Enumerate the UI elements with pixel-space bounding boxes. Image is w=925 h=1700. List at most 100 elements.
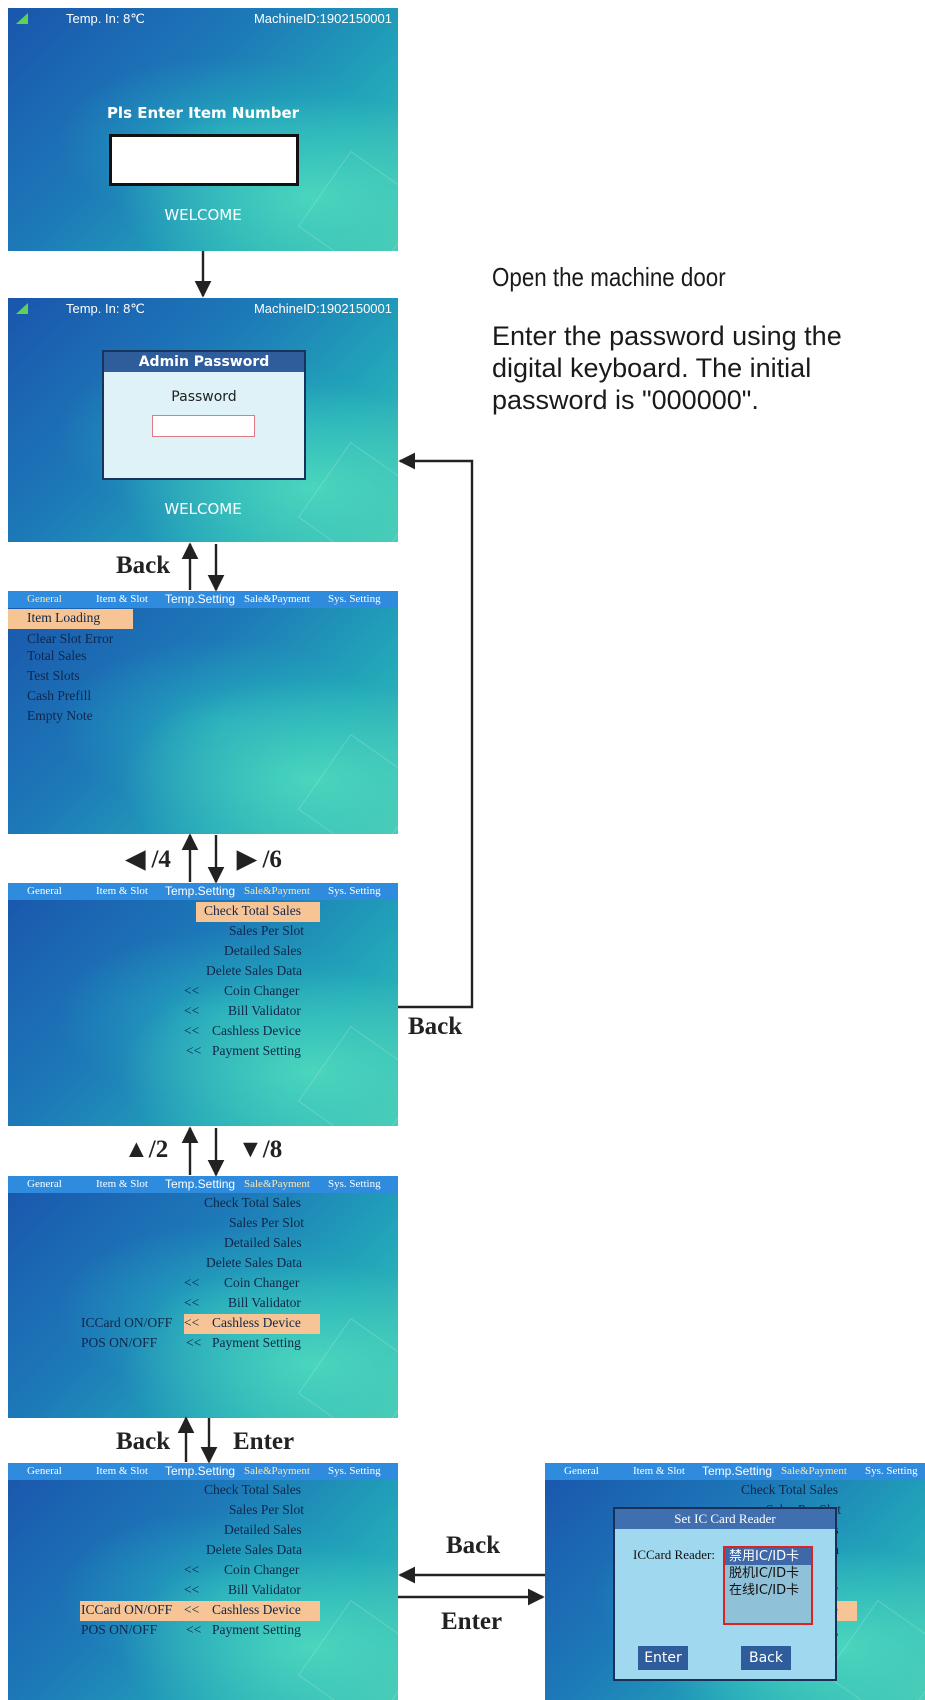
menu-coin-changer[interactable]: Coin Changer	[224, 983, 300, 998]
tab-item-slot[interactable]: Item & Slot	[96, 1178, 148, 1190]
tab-item-slot[interactable]: Item & Slot	[96, 593, 148, 605]
tab-item-slot[interactable]: Item & Slot	[96, 885, 148, 897]
submenu-arrow: <<	[184, 1023, 200, 1038]
selection-highlight	[196, 902, 320, 922]
option-disable-ic-id-card[interactable]: 禁用IC/ID卡	[725, 1548, 811, 1565]
menu-check-total-sales[interactable]: Check Total Sales	[204, 903, 302, 918]
submenu-arrow: <<	[184, 1295, 200, 1310]
item-number-input[interactable]	[109, 134, 299, 186]
tab-temp-setting[interactable]: Temp.Setting	[165, 1464, 236, 1478]
tab-sale-payment[interactable]: Sale&Payment	[244, 1465, 310, 1477]
selection-highlight	[184, 1314, 320, 1334]
tab-sys-setting[interactable]: Sys. Setting	[328, 885, 381, 897]
tab-sale-payment[interactable]: Sale&Payment	[781, 1465, 847, 1477]
enter-button[interactable]: Enter	[638, 1646, 688, 1670]
tab-sale-payment[interactable]: Sale&Payment	[244, 885, 310, 897]
menu-detailed-sales[interactable]: Detailed Sales	[224, 1235, 302, 1250]
submenu-iccard-onoff[interactable]: ICCard ON/OFF	[81, 1315, 173, 1330]
tab-item-slot[interactable]: Item & Slot	[96, 1465, 148, 1477]
tab-sys-setting[interactable]: Sys. Setting	[328, 1178, 381, 1190]
tab-temp-setting[interactable]: Temp.Setting	[165, 884, 236, 898]
status-bar: Temp. In: 8℃ MachineID:1902150001	[8, 298, 398, 320]
menu-cashless-device[interactable]: Cashless Device	[212, 1602, 301, 1617]
menu-check-total-sales[interactable]: Check Total Sales	[204, 1482, 302, 1497]
tab-general[interactable]: General	[27, 1178, 62, 1190]
menu-detailed-sales[interactable]: Detailed Sales	[224, 943, 302, 958]
menu-empty-note[interactable]: Empty Note	[27, 708, 93, 723]
menu-cashless-device[interactable]: Cashless Device	[212, 1315, 301, 1330]
submenu-arrow: <<	[184, 1003, 200, 1018]
label-up-2: ▲/2	[124, 1136, 169, 1163]
tab-sale-payment[interactable]: Sale&Payment	[244, 593, 310, 605]
submenu-arrow: <<	[184, 983, 200, 998]
submenu-arrow: <<	[184, 1582, 200, 1597]
submenu-arrow: <<	[186, 1622, 202, 1637]
submenu-arrow: <<	[184, 1275, 200, 1290]
submenu-pos-onoff[interactable]: POS ON/OFF	[81, 1335, 158, 1350]
screen-general-menu: General Item & Slot Temp.Setting Sale&Pa…	[8, 591, 398, 834]
item-number-prompt: Pls Enter Item Number	[106, 104, 300, 122]
menu-detailed-sales[interactable]: Detailed Sales	[224, 1522, 302, 1537]
label-down-8: ▼/8	[238, 1136, 283, 1163]
tab-general[interactable]: General	[27, 593, 62, 605]
menu-delete-sales-data[interactable]: Delete Sales Data	[206, 1255, 302, 1270]
menu-tab-bar: General Item & Slot Temp.Setting Sale&Pa…	[8, 883, 398, 900]
menu-payment-setting[interactable]: Payment Setting	[212, 1043, 301, 1058]
tab-sys-setting[interactable]: Sys. Setting	[328, 593, 381, 605]
label-enter-1: Enter	[233, 1428, 295, 1455]
tab-item-slot[interactable]: Item & Slot	[633, 1465, 685, 1477]
tab-general[interactable]: General	[564, 1465, 599, 1477]
menu-cashless-device[interactable]: Cashless Device	[212, 1023, 301, 1038]
screen-iccard-onoff: General Item & Slot Temp.Setting Sale&Pa…	[8, 1463, 398, 1700]
screen-welcome: Temp. In: 8℃ MachineID:1902150001 Pls En…	[8, 8, 398, 251]
option-offline-ic-id-card[interactable]: 脱机IC/ID卡	[729, 1566, 800, 1581]
tab-temp-setting[interactable]: Temp.Setting	[165, 592, 236, 606]
tab-temp-setting[interactable]: Temp.Setting	[165, 1177, 236, 1191]
menu-bill-validator[interactable]: Bill Validator	[228, 1295, 301, 1310]
menu-payment-setting[interactable]: Payment Setting	[212, 1335, 301, 1350]
menu-coin-changer[interactable]: Coin Changer	[224, 1275, 300, 1290]
submenu-iccard-onoff[interactable]: ICCard ON/OFF	[81, 1602, 173, 1617]
temperature-readout: Temp. In: 8℃	[66, 301, 145, 316]
menu-item-loading[interactable]: Item Loading	[27, 610, 101, 625]
iccard-reader-options[interactable]: 禁用IC/ID卡 脱机IC/ID卡 在线IC/ID卡	[723, 1546, 813, 1625]
menu-tab-bar: General Item & Slot Temp.Setting Sale&Pa…	[8, 591, 398, 608]
menu-sales-per-slot[interactable]: Sales Per Slot	[229, 1502, 305, 1517]
menu-payment-setting[interactable]: Payment Setting	[212, 1622, 301, 1637]
tab-temp-setting[interactable]: Temp.Setting	[702, 1464, 773, 1478]
menu-test-slots[interactable]: Test Slots	[27, 668, 80, 683]
tab-sys-setting[interactable]: Sys. Setting	[865, 1465, 918, 1477]
menu-total-sales[interactable]: Total Sales	[27, 648, 87, 663]
menu-delete-sales-data[interactable]: Delete Sales Data	[206, 963, 302, 978]
screen-cashless-device: General Item & Slot Temp.Setting Sale&Pa…	[8, 1176, 398, 1418]
password-field[interactable]	[152, 415, 255, 437]
menu-sales-per-slot[interactable]: Sales Per Slot	[229, 1215, 305, 1230]
tab-sys-setting[interactable]: Sys. Setting	[328, 1465, 381, 1477]
menu-sales-per-slot[interactable]: Sales Per Slot	[229, 923, 305, 938]
option-online-ic-id-card[interactable]: 在线IC/ID卡	[729, 1583, 800, 1598]
menu-bill-validator[interactable]: Bill Validator	[228, 1582, 301, 1597]
menu-bill-validator[interactable]: Bill Validator	[228, 1003, 301, 1018]
submenu-pos-onoff[interactable]: POS ON/OFF	[81, 1622, 158, 1637]
menu-coin-changer[interactable]: Coin Changer	[224, 1562, 300, 1577]
tab-general[interactable]: General	[27, 885, 62, 897]
label-back-2: Back	[408, 1013, 463, 1040]
label-back-3: Back	[116, 1428, 171, 1455]
set-ic-card-reader-dialog: Set IC Card Reader ICCard Reader: 禁用IC/I…	[613, 1507, 837, 1681]
menu-check-total-sales[interactable]: Check Total Sales	[741, 1482, 839, 1497]
tab-sale-payment[interactable]: Sale&Payment	[244, 1178, 310, 1190]
menu-delete-sales-data[interactable]: Delete Sales Data	[206, 1542, 302, 1557]
step-description: Enter the password using the digital key…	[492, 321, 842, 415]
submenu-arrow: <<	[186, 1043, 202, 1058]
menu-cash-prefill[interactable]: Cash Prefill	[27, 688, 92, 703]
tab-general[interactable]: General	[27, 1465, 62, 1477]
menu-check-total-sales[interactable]: Check Total Sales	[204, 1195, 302, 1210]
label-back-4: Back	[446, 1532, 501, 1559]
menu-clear-slot-error[interactable]: Clear Slot Error	[27, 631, 114, 646]
status-bar: Temp. In: 8℃ MachineID:1902150001	[8, 8, 398, 30]
machine-id: MachineID:1902150001	[253, 11, 392, 26]
submenu-arrow: <<	[184, 1602, 200, 1617]
back-button[interactable]: Back	[741, 1646, 791, 1670]
step-title: Open the machine door	[492, 262, 726, 292]
arrow-back-to-password	[398, 452, 474, 1009]
